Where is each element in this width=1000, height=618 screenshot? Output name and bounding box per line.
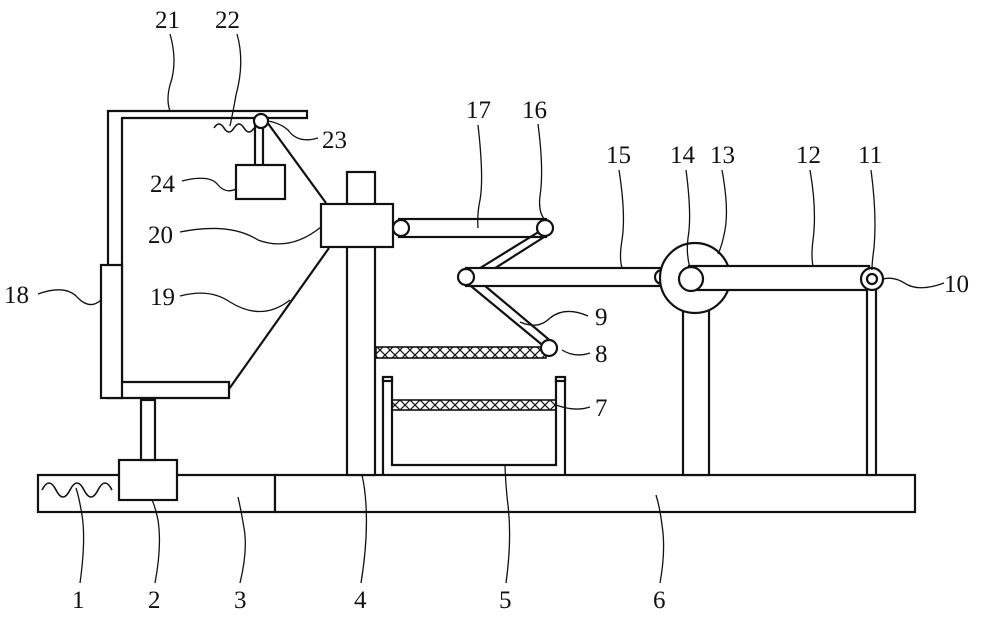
slide-block-20 — [319, 202, 395, 249]
label-7: 7 — [595, 395, 608, 422]
label-21: 21 — [155, 7, 180, 34]
label-18: 18 — [4, 282, 29, 309]
label-6: 6 — [653, 587, 666, 614]
label-17: 17 — [466, 97, 491, 124]
label-2: 2 — [148, 587, 161, 614]
tank-5 — [381, 377, 567, 475]
spring-1 — [41, 482, 113, 498]
label-16: 16 — [522, 97, 547, 124]
label-9: 9 — [595, 304, 608, 331]
eccentric-pin-14 — [677, 265, 705, 293]
label-22: 22 — [215, 7, 240, 34]
filter-mesh-8 — [375, 346, 547, 359]
label-5: 5 — [499, 587, 512, 614]
joint-16 — [535, 218, 555, 238]
spring-22 — [213, 123, 255, 133]
label-24: 24 — [150, 171, 176, 198]
label-3: 3 — [234, 587, 247, 614]
label-13: 13 — [710, 142, 735, 169]
label-23: 23 — [322, 127, 347, 154]
crank-bar-12 — [687, 264, 871, 292]
wheel-support — [681, 300, 711, 477]
label-11: 11 — [858, 142, 882, 169]
frame-sleeve — [99, 263, 124, 400]
filter-screen-7 — [391, 399, 557, 411]
main-base — [273, 473, 917, 514]
right-post — [865, 283, 878, 477]
brace-19 — [228, 247, 330, 390]
pulley-axle-10 — [865, 272, 879, 286]
slider-block-2 — [117, 458, 179, 502]
label-10: 10 — [944, 271, 969, 298]
l-frame-18 — [106, 109, 309, 400]
weight-block-24 — [234, 163, 287, 201]
link-9 — [465, 281, 547, 349]
label-4: 4 — [354, 587, 367, 614]
label-20: 20 — [148, 222, 173, 249]
label-14: 14 — [670, 142, 696, 169]
wire-23 — [266, 121, 327, 204]
link-rod-17 — [397, 217, 548, 239]
joint-8 — [539, 338, 559, 358]
label-1: 1 — [72, 587, 85, 614]
label-8: 8 — [595, 341, 608, 368]
label-19: 19 — [150, 284, 175, 311]
label-12: 12 — [796, 142, 821, 169]
joint-mid — [456, 267, 476, 287]
slider-rod — [139, 398, 157, 462]
label-15: 15 — [606, 142, 631, 169]
pulley-23 — [252, 112, 270, 130]
joint-20 — [391, 218, 411, 238]
rod-15 — [464, 266, 668, 288]
